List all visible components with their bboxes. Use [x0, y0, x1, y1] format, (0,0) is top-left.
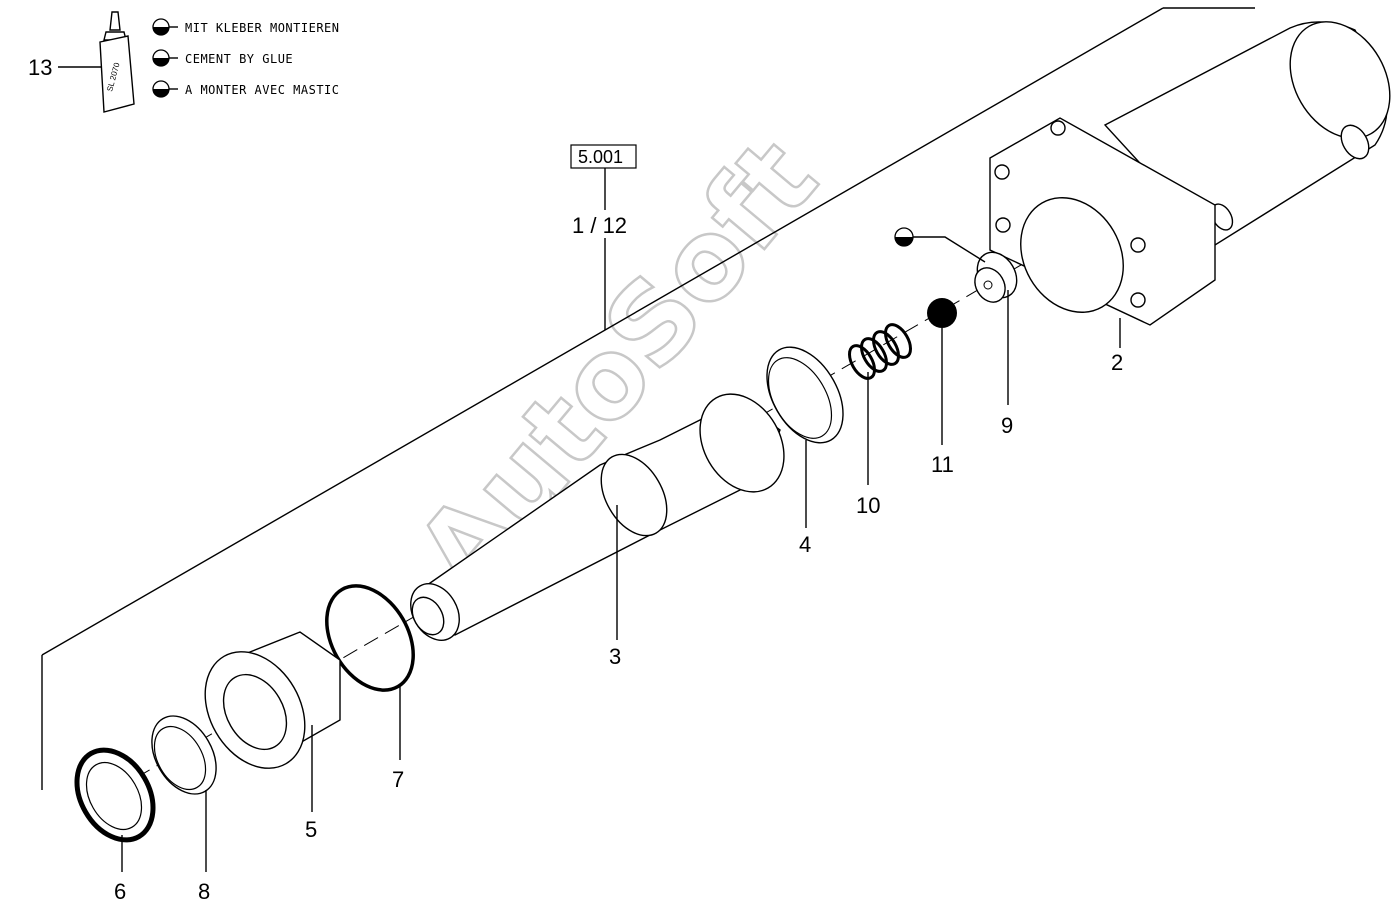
o-ring-part	[325, 584, 415, 692]
reference-fraction: 1 / 12	[572, 213, 627, 238]
legend-item-en: CEMENT BY GLUE	[152, 49, 293, 67]
svg-text:MIT KLEBER MONTIEREN: MIT KLEBER MONTIEREN	[185, 21, 340, 35]
ball-part	[927, 298, 957, 328]
housing-part	[989, 21, 1391, 326]
part-label-13: 13	[28, 55, 52, 80]
part-label-6: 6	[114, 879, 126, 904]
part-label-3: 3	[609, 644, 621, 669]
part-label-2: 2	[1111, 350, 1123, 375]
fitting-part	[974, 251, 1018, 303]
assembly-bracket	[41, 7, 1255, 790]
part-label-8: 8	[198, 879, 210, 904]
part-label-11: 11	[931, 452, 954, 477]
glue-bottle-icon: SL 2070	[99, 11, 135, 113]
nut-part	[74, 747, 156, 843]
svg-text:A MONTER AVEC MASTIC: A MONTER AVEC MASTIC	[185, 83, 340, 97]
svg-text:CEMENT BY GLUE: CEMENT BY GLUE	[185, 52, 293, 66]
legend-item-de: MIT KLEBER MONTIEREN	[152, 18, 340, 36]
bushing-part	[151, 715, 217, 795]
part-label-5: 5	[305, 817, 317, 842]
reference-code: 5.001	[578, 147, 623, 167]
part-label-4: 4	[799, 532, 811, 557]
part-label-9: 9	[1001, 413, 1013, 438]
legend-item-fr: A MONTER AVEC MASTIC	[152, 80, 340, 98]
part-label-10: 10	[856, 493, 880, 518]
spring-part	[848, 323, 912, 380]
reference-box: 5.001 1 / 12	[570, 144, 637, 238]
ring-part	[766, 346, 844, 444]
part-label-7: 7	[392, 767, 404, 792]
legend: SL 2070 13 MIT KLEBER MONTIEREN CEMENT B…	[28, 11, 340, 113]
